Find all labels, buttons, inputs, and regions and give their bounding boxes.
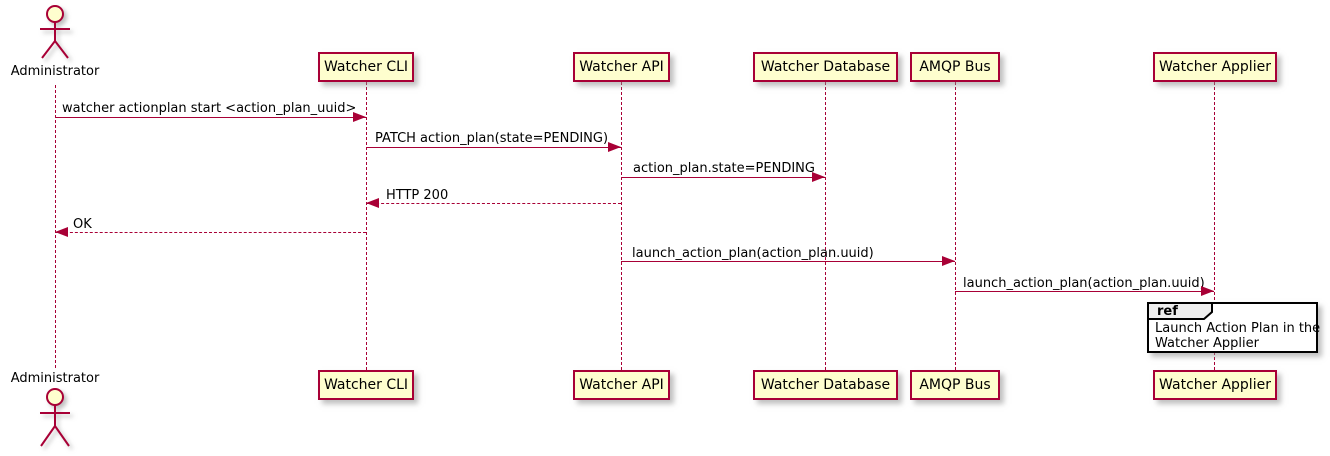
participant-watcher-api-bottom: Watcher API	[573, 370, 670, 400]
message-label-patch-action-plan: PATCH action_plan(state=PENDING)	[375, 131, 609, 146]
actor-name-bottom: Administrator	[10, 371, 100, 386]
lifeline-watcher-cli	[366, 82, 367, 370]
ref-keyword: ref	[1157, 304, 1178, 319]
ref-text-line2: Watcher Applier	[1155, 336, 1259, 351]
message-line	[366, 203, 621, 204]
message-label-launch-action-plan-applier: launch_action_plan(action_plan.uuid)	[963, 276, 1205, 291]
arrowhead-right-icon	[942, 256, 955, 266]
ref-text-line1: Launch Action Plan in the	[1155, 321, 1321, 336]
ref-header-shape	[1147, 302, 1213, 320]
lifeline-watcher-database	[825, 82, 826, 370]
lifeline-administrator	[55, 85, 56, 368]
arrowhead-left-icon	[366, 198, 379, 208]
message-line	[621, 261, 955, 262]
participant-watcher-database-top: Watcher Database	[753, 52, 898, 82]
message-line	[621, 177, 825, 178]
participant-watcher-api-top: Watcher API	[573, 52, 670, 82]
arrowhead-left-icon	[55, 227, 68, 237]
message-label-launch-action-plan-amqp: launch_action_plan(action_plan.uuid)	[632, 246, 874, 261]
message-label-http-200: HTTP 200	[386, 188, 449, 203]
lifeline-watcher-applier	[1214, 82, 1215, 370]
lifeline-watcher-api	[621, 82, 622, 370]
message-line	[366, 147, 621, 148]
participant-watcher-applier-bottom: Watcher Applier	[1153, 370, 1277, 400]
participant-amqp-bus-bottom: AMQP Bus	[910, 370, 1000, 400]
ref-fragment: ref Launch Action Plan in the Watcher Ap…	[1147, 302, 1321, 353]
actor-icon	[40, 5, 70, 59]
actor-name-top: Administrator	[10, 64, 100, 79]
arrowhead-right-icon	[353, 112, 366, 122]
message-line	[55, 117, 366, 118]
participant-watcher-cli-bottom: Watcher CLI	[318, 370, 414, 400]
message-line	[55, 232, 366, 233]
lifeline-amqp-bus	[955, 82, 956, 370]
message-line	[955, 291, 1214, 292]
participant-watcher-applier-top: Watcher Applier	[1153, 52, 1277, 82]
participant-watcher-database-bottom: Watcher Database	[753, 370, 898, 400]
message-label-state-pending: action_plan.state=PENDING	[633, 161, 815, 176]
message-label-start-actionplan: watcher actionplan start <action_plan_uu…	[62, 101, 357, 116]
arrowhead-right-icon	[608, 142, 621, 152]
arrowhead-right-icon	[812, 172, 825, 182]
actor-icon	[40, 388, 70, 447]
message-label-ok: OK	[73, 217, 92, 232]
participant-amqp-bus-top: AMQP Bus	[910, 52, 1000, 82]
participant-watcher-cli-top: Watcher CLI	[318, 52, 414, 82]
arrowhead-right-icon	[1201, 286, 1214, 296]
